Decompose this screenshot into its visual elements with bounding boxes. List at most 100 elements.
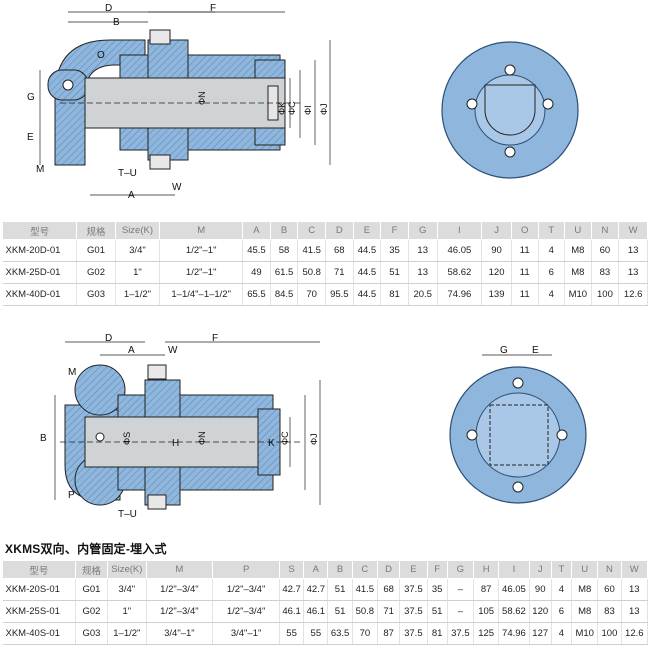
col-header: P xyxy=(212,560,280,579)
table-cell: M8 xyxy=(571,600,599,623)
svg-text:A: A xyxy=(128,190,135,201)
table-cell: 11 xyxy=(511,283,539,306)
table-cell: 60 xyxy=(597,578,622,601)
svg-text:T–U: T–U xyxy=(118,509,137,520)
table-cell: 1/2"–3/4" xyxy=(146,578,214,601)
table-cell: 1/2"–1" xyxy=(159,261,244,284)
table-cell: 1–1/2" xyxy=(107,622,147,645)
svg-text:T–U: T–U xyxy=(118,168,137,179)
col-header: U xyxy=(564,221,592,240)
table-cell: 120 xyxy=(481,261,512,284)
table-cell: 83 xyxy=(597,600,622,623)
svg-text:ΦJ: ΦJ xyxy=(309,433,319,445)
table-cell: 46.05 xyxy=(437,239,483,262)
svg-text:O: O xyxy=(97,50,105,61)
table-cell: 61.5 xyxy=(270,261,299,284)
table-cell: 51 xyxy=(327,578,353,601)
table-cell: 3/4" xyxy=(115,239,161,262)
table-cell: G03 xyxy=(75,622,109,645)
table-cell: 44.5 xyxy=(353,239,382,262)
table-cell: 65.5 xyxy=(242,283,271,306)
col-header: J xyxy=(481,221,512,240)
svg-text:ΦN: ΦN xyxy=(197,431,207,445)
col-header: F xyxy=(426,560,448,579)
col-header: U xyxy=(571,560,599,579)
svg-text:F: F xyxy=(212,333,218,344)
table-cell: 70 xyxy=(352,622,378,645)
table-cell: 90 xyxy=(481,239,512,262)
svg-text:B: B xyxy=(40,433,47,444)
table-cell: 3/4" xyxy=(107,578,147,601)
table-cell: 58.62 xyxy=(437,261,483,284)
table-cell: G01 xyxy=(75,578,109,601)
table-cell: 13 xyxy=(618,239,648,262)
table-cell: 20.5 xyxy=(408,283,438,306)
table-cell: – xyxy=(447,600,475,623)
table-cell: 55 xyxy=(303,622,329,645)
table-cell: 125 xyxy=(473,622,500,645)
xkms-end-view: G E xyxy=(449,345,587,504)
col-header: I xyxy=(498,560,530,579)
table-cell: 11 xyxy=(511,239,539,262)
xkmd-spec-table: 型号 规格 Size(K) M A B C D E F G I J O T U … xyxy=(1,221,648,306)
svg-text:H: H xyxy=(172,438,179,449)
table-cell: M8 xyxy=(571,578,599,601)
table-cell: 60 xyxy=(591,239,620,262)
xkmd-side-view-drawing: D B F O G E M T–U A W ΦN ΦK ΦC ΦI ΦJ xyxy=(27,3,579,201)
table-cell: 4 xyxy=(551,578,573,601)
table-cell: 50.8 xyxy=(352,600,378,623)
col-header: D xyxy=(325,221,354,240)
table-header-row: 型号 规格 Size(K) M A B C D E F G I J O T U … xyxy=(1,221,648,240)
table-cell: 35 xyxy=(380,239,409,262)
table-cell: 41.5 xyxy=(352,578,378,601)
table-cell: XKM-25D-01 xyxy=(2,261,78,284)
table-cell: 1" xyxy=(115,261,161,284)
col-header: M xyxy=(145,560,214,579)
table-cell: 37.5 xyxy=(399,578,428,601)
col-header: T xyxy=(537,221,566,240)
table-cell: 51 xyxy=(380,261,409,284)
svg-text:E: E xyxy=(27,132,34,143)
col-header: 型号 xyxy=(1,221,78,240)
col-header: 规格 xyxy=(76,221,116,240)
table-cell: 4 xyxy=(551,622,573,645)
table-cell: 1–1/2" xyxy=(115,283,161,306)
table-cell: 139 xyxy=(481,283,512,306)
table-cell: 51 xyxy=(327,600,353,623)
table-cell: G02 xyxy=(75,600,109,623)
table-cell: 6 xyxy=(551,600,573,623)
table-cell: 1/2"–3/4" xyxy=(212,600,280,623)
table-cell: 71 xyxy=(325,261,354,284)
table-cell: 1" xyxy=(107,600,147,623)
svg-text:ΦC: ΦC xyxy=(287,101,297,115)
col-header: E xyxy=(399,560,428,579)
table-cell: 49 xyxy=(242,261,271,284)
table-cell: 87 xyxy=(377,622,401,645)
table-cell: 35 xyxy=(427,578,448,601)
table-cell: 37.5 xyxy=(399,600,428,623)
table-cell: 46.05 xyxy=(498,578,530,601)
col-header: J xyxy=(528,560,552,579)
table-cell: 105 xyxy=(473,600,500,623)
end-view-dim-g: G xyxy=(500,345,508,356)
table-cell: 4 xyxy=(538,283,566,306)
col-header: Size(K) xyxy=(114,221,161,240)
xkmd-end-view xyxy=(441,41,579,179)
table-cell: 13 xyxy=(618,261,648,284)
svg-text:G: G xyxy=(27,92,35,103)
table-cell: 84.5 xyxy=(270,283,299,306)
table-cell: 74.96 xyxy=(437,283,483,306)
table-cell: 120 xyxy=(529,600,552,623)
table-cell: 42.7 xyxy=(303,578,329,601)
table-cell: 50.8 xyxy=(297,261,326,284)
col-header: A xyxy=(303,560,329,579)
table-cell: 63.5 xyxy=(327,622,353,645)
table-cell: 13 xyxy=(621,578,649,601)
table-cell: 12.6 xyxy=(621,622,649,645)
svg-text:W: W xyxy=(168,345,178,356)
svg-text:M: M xyxy=(68,367,76,378)
